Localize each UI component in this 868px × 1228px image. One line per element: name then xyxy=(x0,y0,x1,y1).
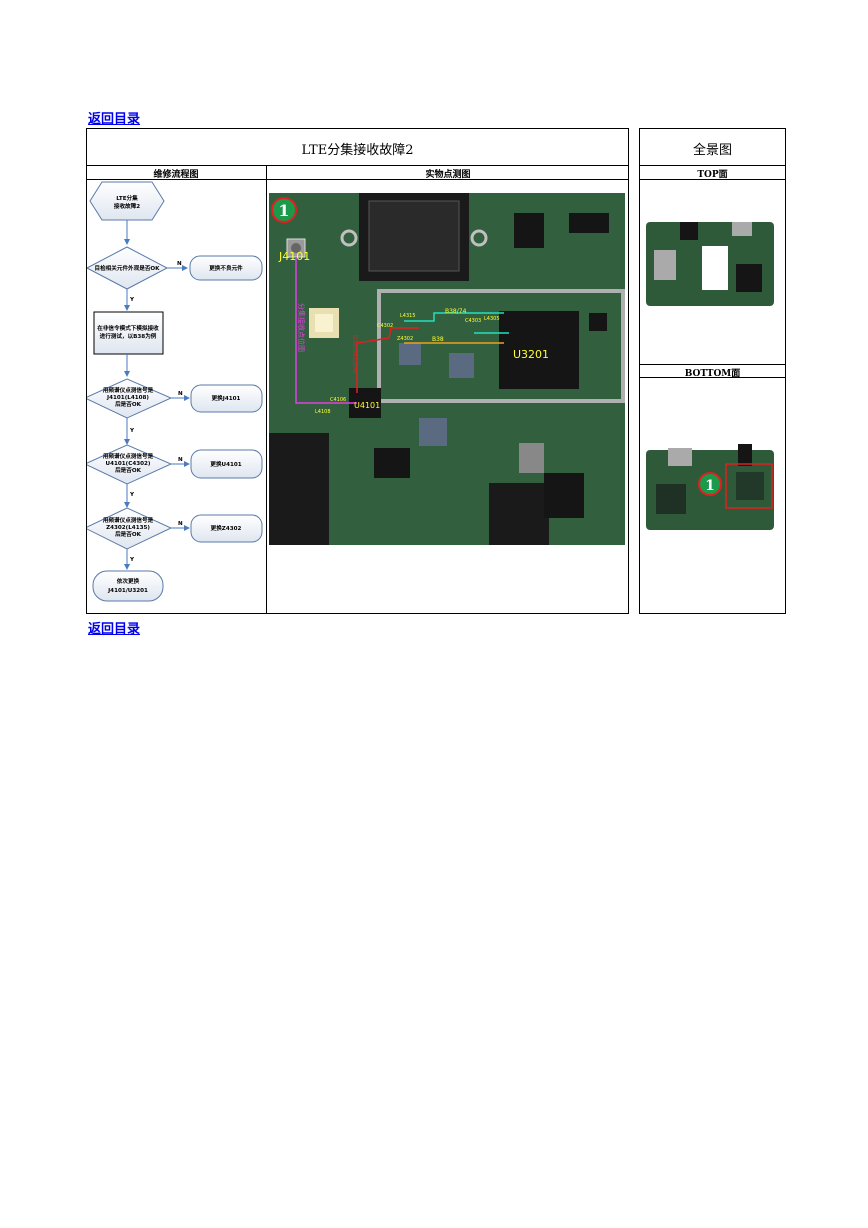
flow-end-shape xyxy=(92,570,164,602)
flow-decision-4-text-2: Z4302(L4135) xyxy=(106,525,150,531)
divider xyxy=(266,165,267,614)
b3874-label: B38/74 xyxy=(445,308,467,315)
overview-marker xyxy=(698,472,722,496)
l4315-label: L4315 xyxy=(400,313,416,319)
c4106-label: C4106 xyxy=(330,397,346,403)
flow-action-4-text: 更换Z4302 xyxy=(211,524,242,532)
bottom-side-label: BOTTOM面 xyxy=(684,369,741,379)
divider xyxy=(86,165,629,166)
repair-flowchart: LTE分集 接收故障2 目检相关元件外观是否OK N 更换不良元件 Y 在非信令… xyxy=(87,181,263,602)
vertical-probe-label: 分集接收点位图 xyxy=(297,303,306,352)
back-to-toc-link-bottom[interactable]: 返回目录 xyxy=(88,622,141,637)
flow-process-1-text-1: 在非信令模式下模拟接收 xyxy=(97,324,159,332)
flow-action-3 xyxy=(190,449,263,479)
flow-action-4 xyxy=(190,514,263,543)
c4302-label: C4302 xyxy=(377,323,393,329)
photo-header: 实物点测图 xyxy=(425,170,471,180)
flow-end-text-2: J4101/U3201 xyxy=(107,588,148,594)
overview-marker-text: 1 xyxy=(705,478,715,494)
top-side-label: TOP面 xyxy=(697,170,728,180)
flow-action-3-text: 更换U4101 xyxy=(210,460,241,468)
flow-decision-2-text-1: 用频谱仪点测信号是 xyxy=(102,386,154,394)
top-overview-photo xyxy=(646,222,774,306)
c4303-label: C4303 xyxy=(465,318,481,324)
flow-start-text-1: LTE分集 xyxy=(116,194,138,202)
flow-label-n: N xyxy=(177,261,182,267)
main-table-title: LTE分集接收故障2 xyxy=(301,143,414,158)
photo-marker-text: 1 xyxy=(278,201,289,220)
overview-table xyxy=(639,128,786,614)
u3201-label: U3201 xyxy=(513,348,549,361)
path-label: B38/B41/B40 xyxy=(351,335,358,374)
l4305-label: L4305 xyxy=(484,316,500,322)
flow-decision-4-text-1: 用频谱仪点测信号是 xyxy=(102,516,154,524)
flow-decision-3-text-2: U4101(C4302) xyxy=(106,461,151,467)
flowchart-header: 维修流程图 xyxy=(153,170,199,180)
flow-action-1 xyxy=(189,255,263,281)
flow-label-y: Y xyxy=(129,297,135,303)
z4302-label: Z4302 xyxy=(397,336,413,342)
flow-label-n: N xyxy=(178,391,183,397)
flow-start-text-2: 接收故障2 xyxy=(114,202,140,210)
flow-label-y: Y xyxy=(129,557,135,563)
photo-marker xyxy=(271,197,297,223)
board-photo: 1 J4101 U3201 U4101 B38/74 B38 C4302 Z43… xyxy=(269,193,625,545)
flow-decision-2-text-3: 后是否OK xyxy=(115,400,142,408)
divider xyxy=(86,179,629,180)
main-table xyxy=(86,128,629,614)
flow-decision-3-text-3: 后是否OK xyxy=(115,466,142,474)
flow-action-2-text: 更换J4101 xyxy=(212,394,241,402)
overview-title: 全景图 xyxy=(692,143,732,158)
back-to-toc-link-top[interactable]: 返回目录 xyxy=(88,112,141,127)
l4108-label: L4108 xyxy=(315,409,331,415)
b38-label: B38 xyxy=(432,336,444,343)
divider xyxy=(639,364,786,365)
flow-decision-2-text-2: J4101(L4108) xyxy=(106,395,149,401)
flow-process-1 xyxy=(93,311,164,355)
u4101-label: U4101 xyxy=(354,401,380,410)
flow-decision-4-text-3: 后是否OK xyxy=(115,530,142,538)
divider xyxy=(639,165,786,166)
flow-action-2 xyxy=(190,384,263,413)
divider xyxy=(639,377,786,378)
flow-label-n: N xyxy=(178,521,183,527)
flow-start-shape xyxy=(89,181,165,221)
flow-label-n: N xyxy=(178,457,183,463)
flow-label-y: Y xyxy=(129,428,135,434)
bottom-overview-photo: 1 xyxy=(646,444,774,530)
flow-decision-1-text: 目检相关元件外观是否OK xyxy=(94,264,160,272)
flow-decision-3-text-1: 用频谱仪点测信号是 xyxy=(102,452,154,460)
divider xyxy=(639,179,786,180)
flow-process-1-text-2: 进行测试，以B38为例 xyxy=(100,332,157,340)
flow-label-y: Y xyxy=(129,492,135,498)
flow-action-1-text: 更换不良元件 xyxy=(209,264,243,272)
j4101-label: J4101 xyxy=(278,250,310,263)
flow-end-text-1: 依次更换 xyxy=(117,577,140,585)
